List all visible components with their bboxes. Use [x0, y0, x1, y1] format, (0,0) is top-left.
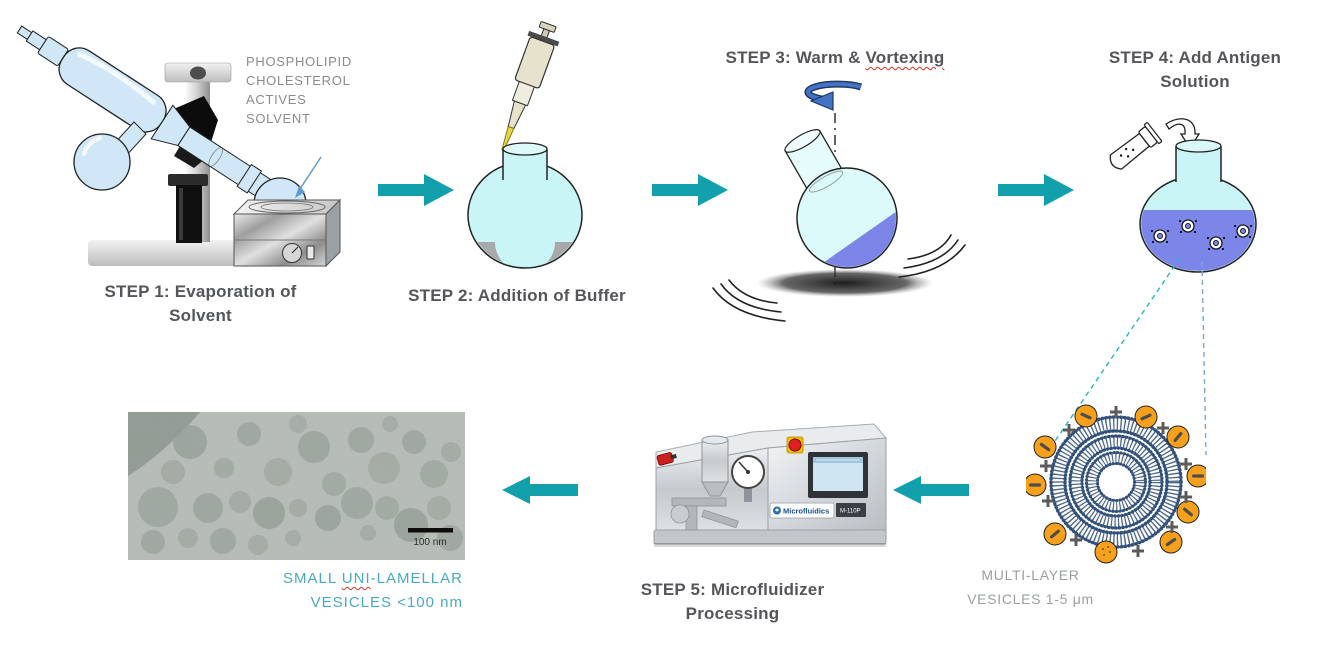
bulb-flask [73, 133, 131, 191]
microfluidizer-machine-illustration: Microfluidics M-110P [653, 423, 888, 547]
suv-label: SMALL UNI-LAMELLAR VESICLES <100 nm [235, 567, 463, 615]
ingredient-item: SOLVENT [246, 111, 311, 126]
step1-caption-line1: STEP 1: Evaporation of [104, 282, 297, 301]
brand-plate: Microfluidics M-110P [769, 502, 866, 519]
ingredient-item: ACTIVES [246, 92, 307, 107]
flow-arrow-right-icon [652, 174, 728, 206]
step5-caption-line2: Processing [685, 604, 780, 623]
pointer-arrow-icon [295, 156, 322, 198]
step4-caption-line2: Solution [1160, 72, 1230, 91]
mlv-label-line2: VESICLES 1-5 μm [967, 591, 1094, 607]
flow-arrow-right-icon [998, 174, 1074, 206]
step3-caption: STEP 3: Warm & Vortexing [690, 46, 980, 70]
mlv-label: MULTI-LAYER VESICLES 1-5 μm [928, 563, 1133, 611]
reservoir-tower [701, 435, 729, 497]
mlv-label-line1: MULTI-LAYER [981, 567, 1080, 583]
tem-micrograph: 100 nm [128, 412, 465, 560]
tilted-flask-icon [784, 129, 898, 269]
step2-caption: STEP 2: Addition of Buffer [372, 284, 662, 308]
vortex-flask-illustration [712, 80, 966, 322]
step1-caption-line2: Solvent [169, 306, 232, 325]
motion-lines [712, 234, 966, 322]
stand-knob [190, 66, 206, 80]
suv-label-part3: -LAMELLAR [370, 570, 463, 587]
ingredient-item: CHOLESTEROL [246, 73, 351, 88]
antigen-flask-illustration [1109, 118, 1257, 273]
scale-bar-label: 100 nm [413, 537, 446, 548]
multilamellar-vesicle-illustration [1026, 404, 1206, 564]
rotation-arrow-icon [804, 80, 863, 111]
rotary-evaporator-illustration [16, 25, 342, 268]
step3-caption-text: STEP 3: Warm & [725, 48, 866, 67]
step1-caption: STEP 1: Evaporation of Solvent [58, 280, 343, 328]
positive-charges [1040, 406, 1192, 557]
flow-arrow-left-icon [893, 476, 969, 504]
step4-caption: STEP 4: Add Antigen Solution [1062, 46, 1328, 94]
antigen-flask-icon [1139, 139, 1257, 273]
lipid-bilayers [1049, 415, 1183, 549]
step5-caption-line1: STEP 5: Microfluidizer [640, 580, 825, 599]
suv-label-line1: SMALL UNI-LAMELLAR [235, 567, 463, 591]
emergency-stop-button [788, 438, 802, 452]
ingredients-list: PHOSPHOLIPID CHOLESTEROL ACTIVES SOLVENT [246, 52, 352, 128]
machine-brand-label: Microfluidics [783, 507, 829, 516]
suv-label-misspelled-word: UNI [341, 570, 371, 587]
step4-caption-line1: STEP 4: Add Antigen [1108, 48, 1282, 67]
red-lever [656, 452, 677, 466]
buffer-addition-illustration [467, 21, 583, 269]
flask-icon [467, 142, 583, 269]
microfuge-tube-icon [1109, 122, 1163, 170]
vortex-shadow [757, 269, 933, 297]
flow-arrow-right-icon [378, 174, 454, 206]
antigen-liquid [1141, 210, 1255, 271]
step3-caption-misspelled-word: Vortexing [865, 48, 945, 67]
step2-caption-line1: STEP 2: Addition of Buffer [408, 286, 626, 305]
antigen-particles [1150, 219, 1253, 251]
step5-caption: STEP 5: Microfluidizer Processing [590, 578, 875, 626]
ingredient-item: PHOSPHOLIPID [246, 54, 352, 69]
condenser-tube [16, 25, 282, 205]
piping [670, 497, 739, 531]
flow-arrow-left-icon [502, 476, 578, 504]
stand-base [88, 240, 256, 266]
surface-antigens [1026, 404, 1206, 564]
machine-model-label: M-110P [840, 509, 861, 515]
pipette-icon [501, 21, 560, 152]
suv-label-line2: VESICLES <100 nm [310, 594, 463, 611]
scale-bar: 100 nm [408, 528, 453, 548]
pressure-gauge [731, 455, 765, 502]
heating-bath [232, 198, 342, 268]
touchscreen [808, 452, 868, 498]
suv-label-part1: SMALL [282, 570, 342, 587]
